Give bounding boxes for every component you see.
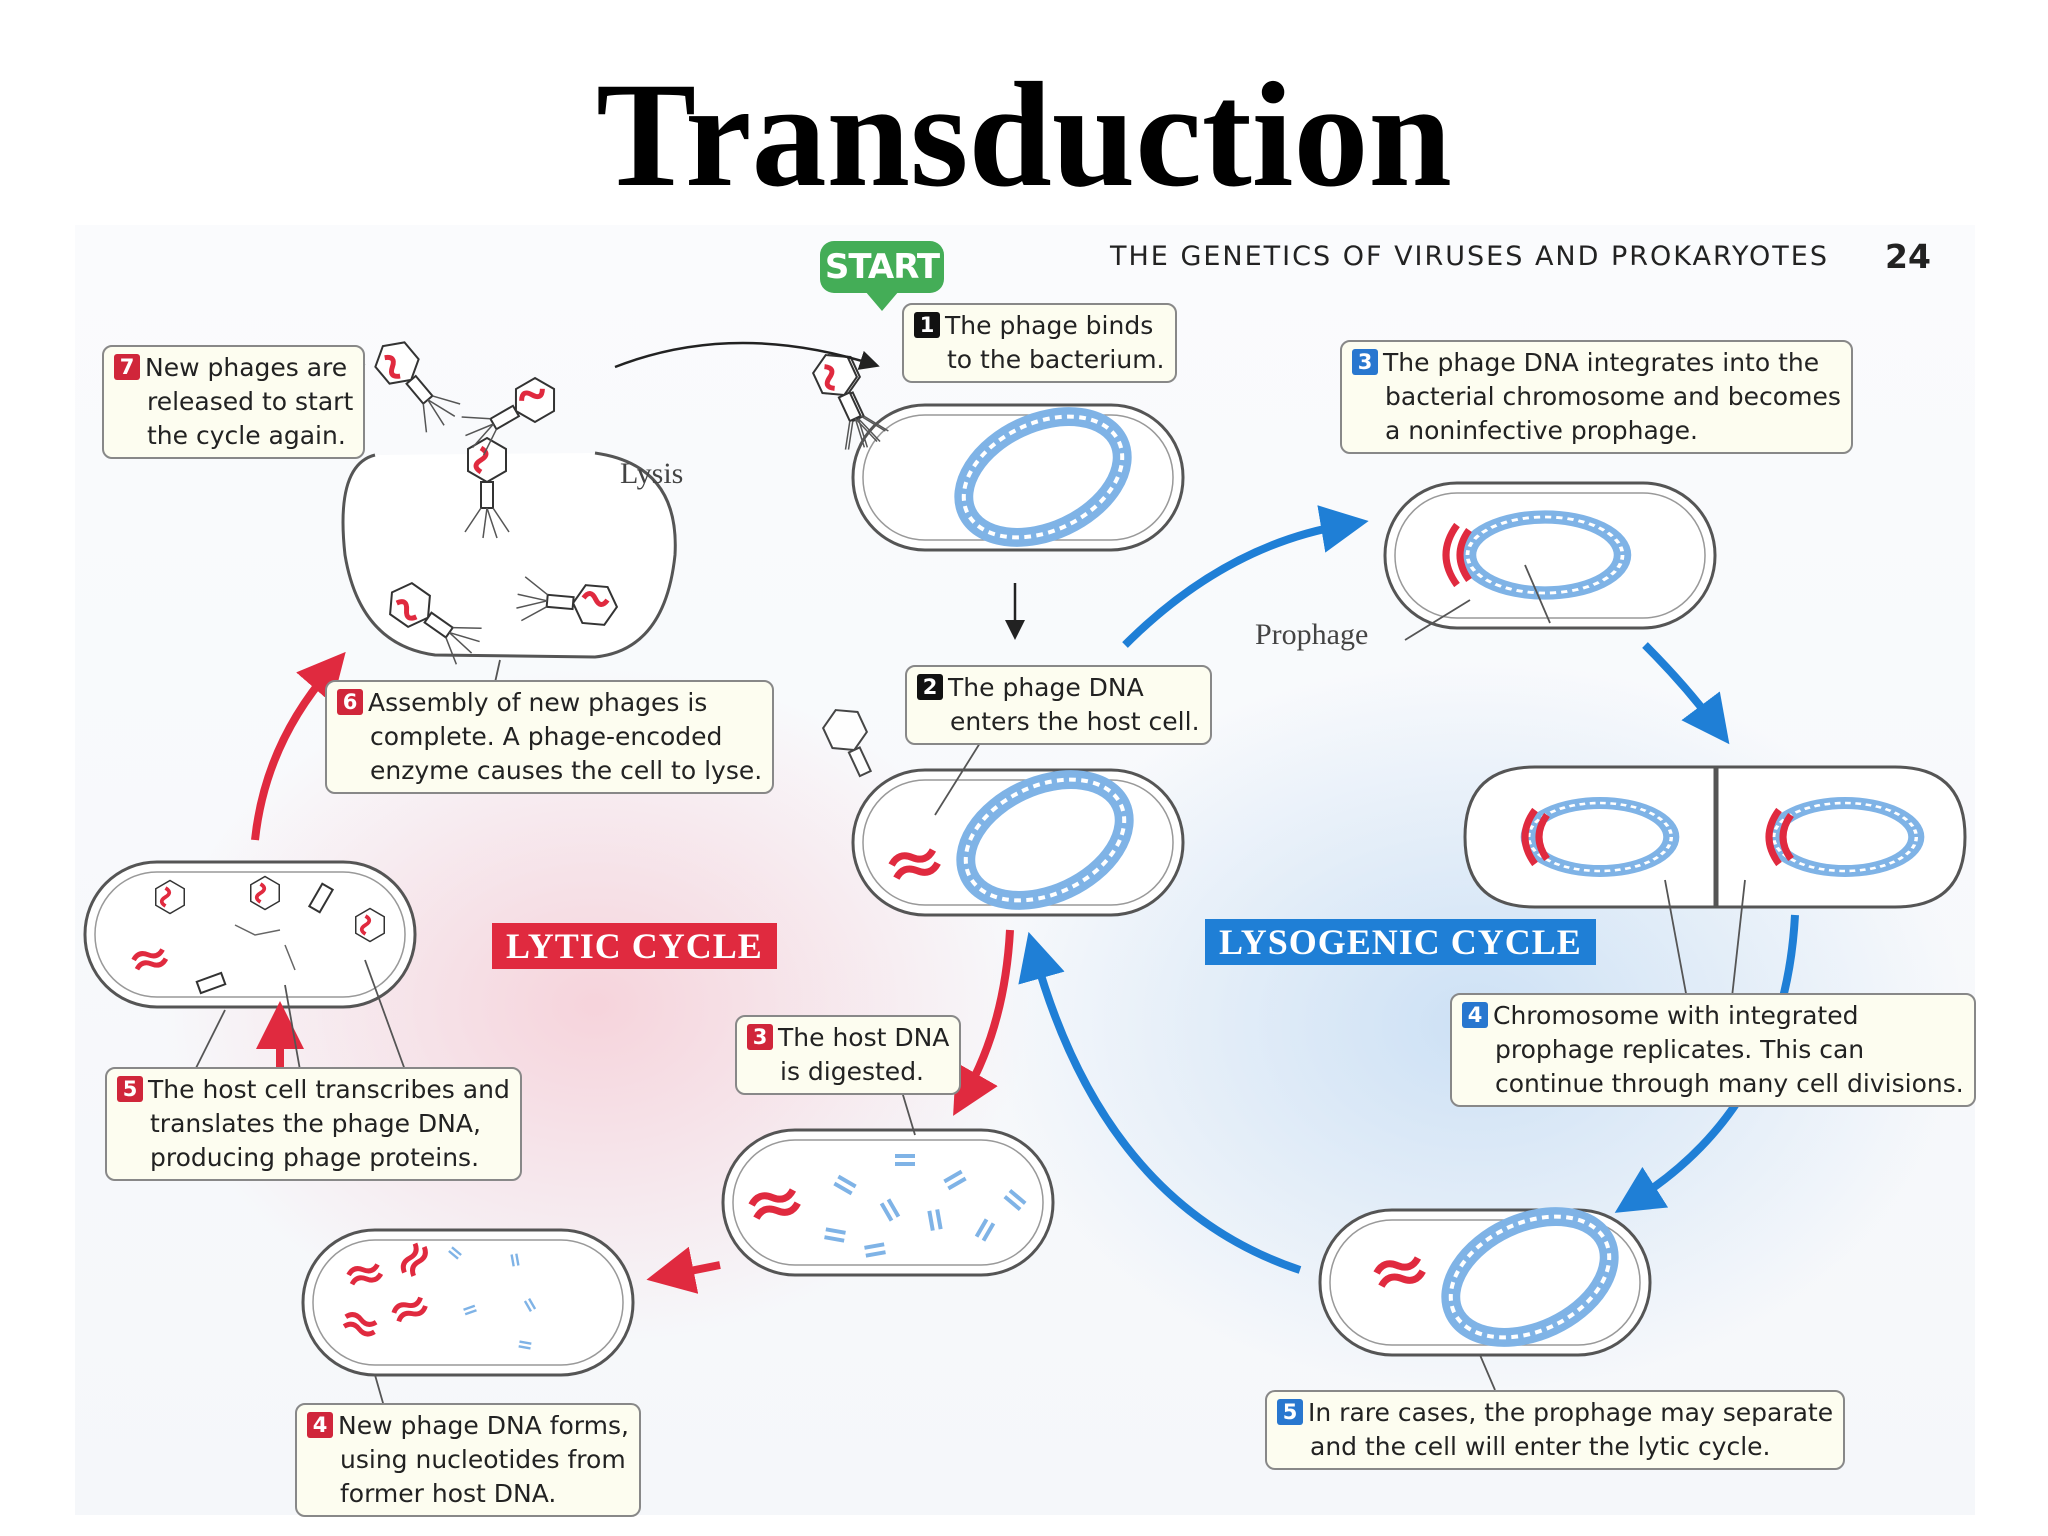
transduction-figure: THE GENETICS OF VIRUSES AND PROKARYOTES … <box>75 225 1976 1517</box>
running-head: THE GENETICS OF VIRUSES AND PROKARYOTES <box>1110 241 1829 272</box>
lytic4-line1: New phage DNA forms, <box>338 1411 629 1440</box>
lysis-label: Lysis <box>620 457 684 490</box>
lytic4-line3: former host DNA. <box>340 1479 557 1508</box>
lyso3-line1: The phage DNA integrates into the <box>1383 348 1820 377</box>
lytic5-line3: producing phage proteins. <box>150 1143 480 1172</box>
step-number: 1 <box>914 312 940 338</box>
lysogenic-cycle-label: LYSOGENIC CYCLE <box>1205 919 1596 965</box>
step2-line2: enters the host cell. <box>950 707 1200 736</box>
cell-lyso5 <box>1318 1193 1652 1362</box>
step-number: 3 <box>1352 349 1378 375</box>
lytic7-line2: released to start <box>147 387 354 416</box>
lyso5-line2: and the cell will enter the lytic cycle. <box>1310 1432 1771 1461</box>
cell-lyso3 <box>1383 481 1717 630</box>
lytic-cycle-label: LYTIC CYCLE <box>492 923 777 969</box>
lytic5-line2: translates the phage DNA, <box>150 1109 481 1138</box>
page-title: Transduction <box>596 52 1452 218</box>
cell-step2 <box>821 709 1185 924</box>
lytic5-line1: The host cell transcribes and <box>148 1075 510 1104</box>
step-number: 6 <box>337 689 363 715</box>
step-number: 5 <box>1277 1399 1303 1425</box>
cell-step1 <box>809 346 1185 562</box>
start-pointer <box>865 291 899 311</box>
cell-lysis <box>341 332 888 668</box>
step1-line2: to the bacterium. <box>947 345 1165 374</box>
lytic6-line3: enzyme causes the cell to lyse. <box>370 756 763 785</box>
lyso3-line3: a noninfective prophage. <box>1385 416 1698 445</box>
step-number: 5 <box>117 1076 143 1102</box>
lytic6-line1: Assembly of new phages is <box>368 688 708 717</box>
cell-lytic5 <box>83 860 417 1009</box>
diagram-graphics <box>83 225 1967 1411</box>
lytic4-line2: using nucleotides from <box>340 1445 626 1474</box>
prophage-label: Prophage <box>1255 618 1369 651</box>
step-number: 7 <box>114 354 140 380</box>
page-number: 24 <box>1885 237 1931 276</box>
step2-line1: The phage DNA <box>948 673 1144 702</box>
cell-lytic4 <box>301 1228 635 1377</box>
step-number: 4 <box>307 1412 333 1438</box>
step-number: 2 <box>917 674 943 700</box>
lytic3-line1: The host DNA <box>778 1023 950 1052</box>
step-number: 4 <box>1462 1002 1488 1028</box>
lyso4-line2: prophage replicates. This can <box>1495 1035 1865 1064</box>
lyso5-line1: In rare cases, the prophage may separate <box>1308 1398 1834 1427</box>
lyso3-line2: bacterial chromosome and becomes <box>1385 382 1841 411</box>
lyso4-line3: continue through many cell divisions. <box>1495 1069 1964 1098</box>
lytic7-line3: the cycle again. <box>147 421 346 450</box>
cell-lyso4 <box>1463 765 1967 909</box>
lytic3-line2: is digested. <box>780 1057 925 1086</box>
cell-lytic3 <box>721 1128 1055 1277</box>
lytic6-line2: complete. A phage-encoded <box>370 722 723 751</box>
start-badge: START <box>820 241 944 293</box>
lytic7-line1: New phages are <box>145 353 348 382</box>
step1-line1: The phage binds <box>945 311 1154 340</box>
lyso4-line1: Chromosome with integrated <box>1493 1001 1859 1030</box>
step-number: 3 <box>747 1024 773 1050</box>
